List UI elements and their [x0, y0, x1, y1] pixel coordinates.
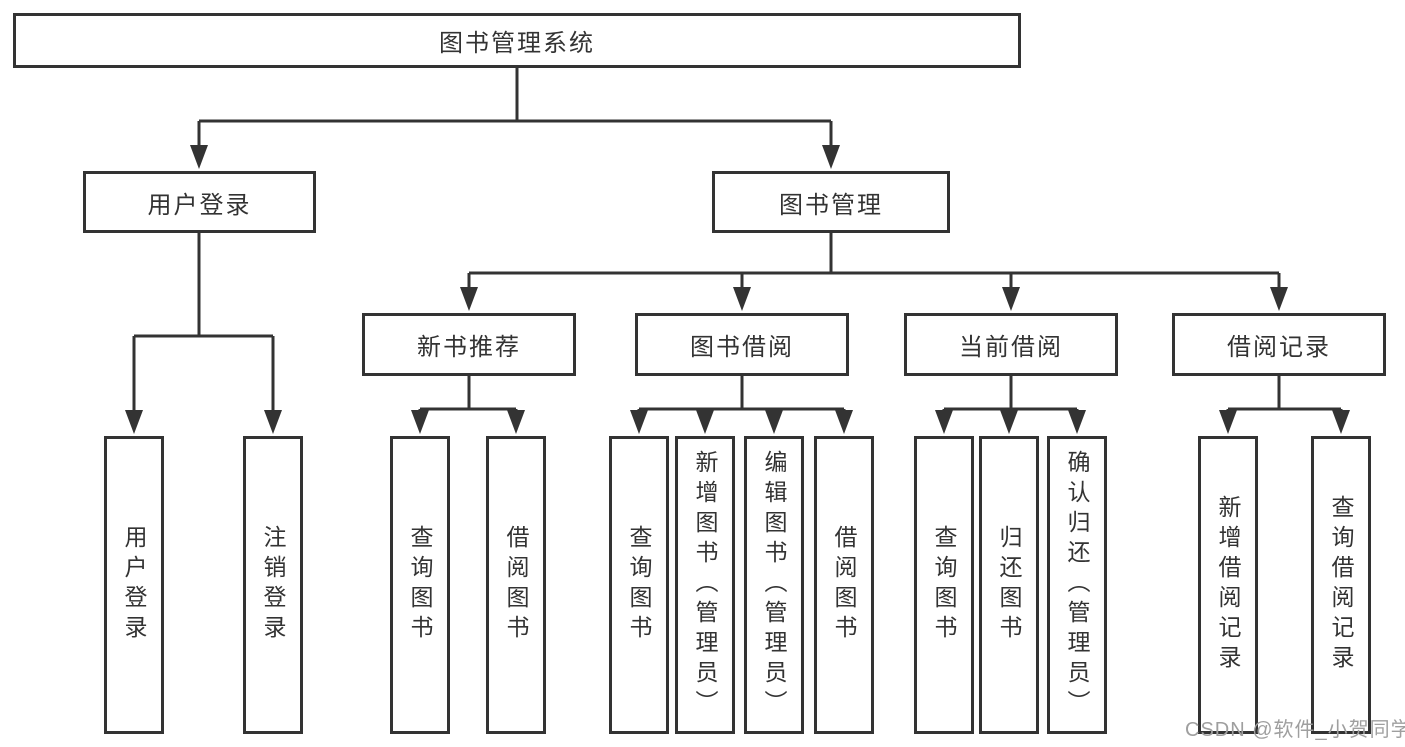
arrowhead-icon: [822, 145, 840, 169]
leaf-query-books-current: 查询图书: [914, 436, 974, 734]
node-current-borrow: 当前借阅: [904, 313, 1118, 376]
node-borrow-records: 借阅记录: [1172, 313, 1386, 376]
arrowhead-icon: [411, 410, 429, 434]
leaf-query-borrow-record: 查询借阅记录: [1311, 436, 1371, 734]
connector-path: [637, 376, 846, 413]
arrowhead-icon: [935, 410, 953, 434]
arrowhead-icon: [507, 410, 525, 434]
connector-path: [942, 376, 1079, 413]
leaf-label: 归还图书: [996, 525, 1022, 645]
connector-borrow-records-children: [1219, 376, 1350, 434]
arrowhead-icon: [1219, 410, 1237, 434]
leaf-label: 注销登录: [260, 525, 286, 645]
node-book-management: 图书管理: [712, 171, 950, 233]
leaf-borrow-books-recommend: 借阅图书: [486, 436, 546, 734]
leaf-label: 借阅图书: [503, 525, 529, 645]
arrowhead-icon: [1002, 287, 1020, 311]
connector-user-login-children: [125, 233, 282, 434]
csdn-watermark: CSDN @软件_小贺同学: [1185, 719, 1405, 741]
leaf-logout: 注销登录: [243, 436, 303, 734]
arrowhead-icon: [835, 410, 853, 434]
leaf-label: 新增借阅记录: [1215, 495, 1241, 675]
leaf-add-borrow-record: 新增借阅记录: [1198, 436, 1258, 734]
leaf-return-books: 归还图书: [979, 436, 1039, 734]
connector-path: [467, 233, 1281, 290]
arrowhead-icon: [765, 410, 783, 434]
arrowhead-icon: [1000, 410, 1018, 434]
arrowhead-icon: [696, 410, 714, 434]
arrowhead-icon: [630, 410, 648, 434]
leaf-add-books-admin: 新增图书（管理员）: [675, 436, 735, 734]
leaf-label: 编辑图书（管理员）: [761, 450, 787, 720]
leaf-query-books-recommend: 查询图书: [390, 436, 450, 734]
leaf-edit-books-admin: 编辑图书（管理员）: [744, 436, 804, 734]
leaf-label: 查询图书: [931, 525, 957, 645]
connector-book-management-children: [460, 233, 1288, 311]
connector-root-to-level2: [190, 68, 840, 169]
connector-book-borrow-children: [630, 376, 853, 434]
leaf-confirm-return-admin: 确认归还（管理员）: [1047, 436, 1107, 734]
arrowhead-icon: [733, 287, 751, 311]
node-library-system: 图书管理系统: [13, 13, 1021, 68]
leaf-label: 查询借阅记录: [1328, 495, 1354, 675]
connector-new-book-recommend-children: [411, 376, 525, 434]
arrowhead-icon: [264, 410, 282, 434]
connector-current-borrow-children: [935, 376, 1086, 434]
connector-path: [197, 68, 833, 148]
arrowhead-icon: [1068, 410, 1086, 434]
node-user-login: 用户登录: [83, 171, 316, 233]
connector-path: [418, 376, 518, 413]
leaf-label: 确认归还（管理员）: [1064, 450, 1090, 720]
connector-path: [1226, 376, 1343, 413]
arrowhead-icon: [460, 287, 478, 311]
node-book-borrow: 图书借阅: [635, 313, 849, 376]
leaf-user-login: 用户登录: [104, 436, 164, 734]
arrowhead-icon: [125, 410, 143, 434]
connector-path: [132, 233, 275, 412]
arrowhead-icon: [1270, 287, 1288, 311]
leaf-borrow-books: 借阅图书: [814, 436, 874, 734]
leaf-label: 查询图书: [407, 525, 433, 645]
leaf-label: 查询图书: [626, 525, 652, 645]
arrowhead-icon: [190, 145, 208, 169]
leaf-label: 用户登录: [121, 525, 147, 645]
node-new-book-recommend: 新书推荐: [362, 313, 576, 376]
leaf-label: 借阅图书: [831, 525, 857, 645]
leaf-label: 新增图书（管理员）: [692, 450, 718, 720]
arrowhead-icon: [1332, 410, 1350, 434]
leaf-query-books-borrow: 查询图书: [609, 436, 669, 734]
